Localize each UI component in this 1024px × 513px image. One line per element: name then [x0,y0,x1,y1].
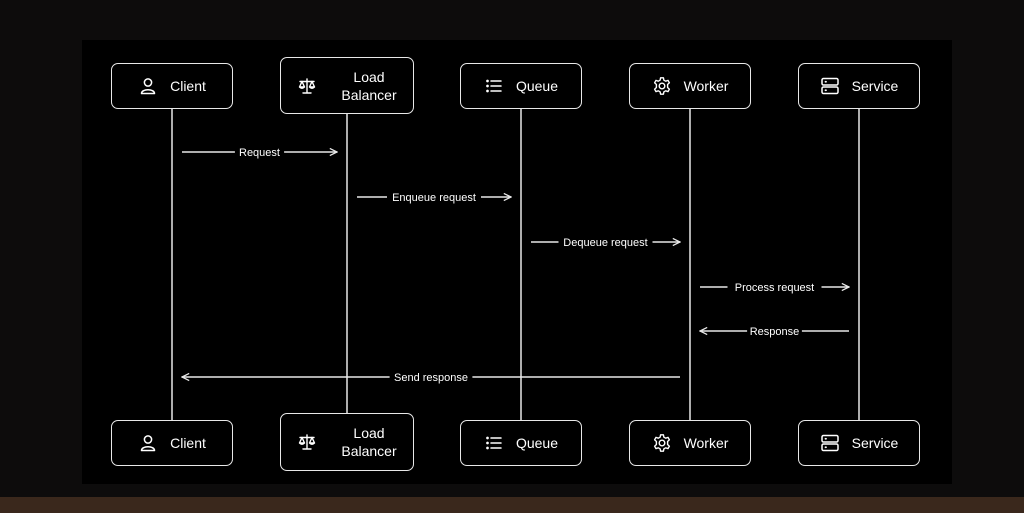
participant-load-balancer-top: Load Balancer [280,57,414,114]
message-arrow: Request [182,147,337,159]
participant-label: Service [851,78,899,94]
message-arrow: Dequeue request [531,237,680,249]
participant-label: Worker [683,78,729,94]
server-icon [820,76,840,96]
user-icon [138,433,158,453]
message-label: Response [750,326,800,338]
list-icon [484,76,504,96]
message-arrow: Response [700,326,849,338]
participant-worker-bottom: Worker [629,420,751,466]
message-label: Dequeue request [563,237,647,249]
participant-client-bottom: Client [111,420,233,466]
participant-client-top: Client [111,63,233,109]
participant-label: Queue [515,435,559,451]
participant-worker-top: Worker [629,63,751,109]
participant-label: Queue [515,78,559,94]
diagram-canvas [82,40,952,484]
message-label: Process request [735,282,814,294]
message-arrow: Process request [700,282,849,294]
participant-queue-top: Queue [460,63,582,109]
participant-load-balancer-bottom: Load Balancer [280,413,414,471]
message-arrow: Send response [182,372,680,384]
message-label: Request [239,147,280,159]
scale-icon [297,76,317,96]
participant-label: Client [170,78,206,94]
server-icon [820,433,840,453]
user-icon [138,76,158,96]
list-icon [484,433,504,453]
bottom-strip [0,497,1024,513]
scale-icon [297,432,317,452]
participant-queue-bottom: Queue [460,420,582,466]
participant-label: Service [851,435,899,451]
message-label: Enqueue request [392,192,476,204]
message-arrow: Enqueue request [357,192,511,204]
participant-label: Load Balancer [341,68,397,103]
participant-label: Load Balancer [341,425,397,459]
participant-label: Worker [683,435,729,451]
gear-icon [652,76,672,96]
participant-service-top: Service [798,63,920,109]
gear-icon [652,433,672,453]
message-label: Send response [394,372,468,384]
participant-label: Client [170,435,206,451]
participant-service-bottom: Service [798,420,920,466]
